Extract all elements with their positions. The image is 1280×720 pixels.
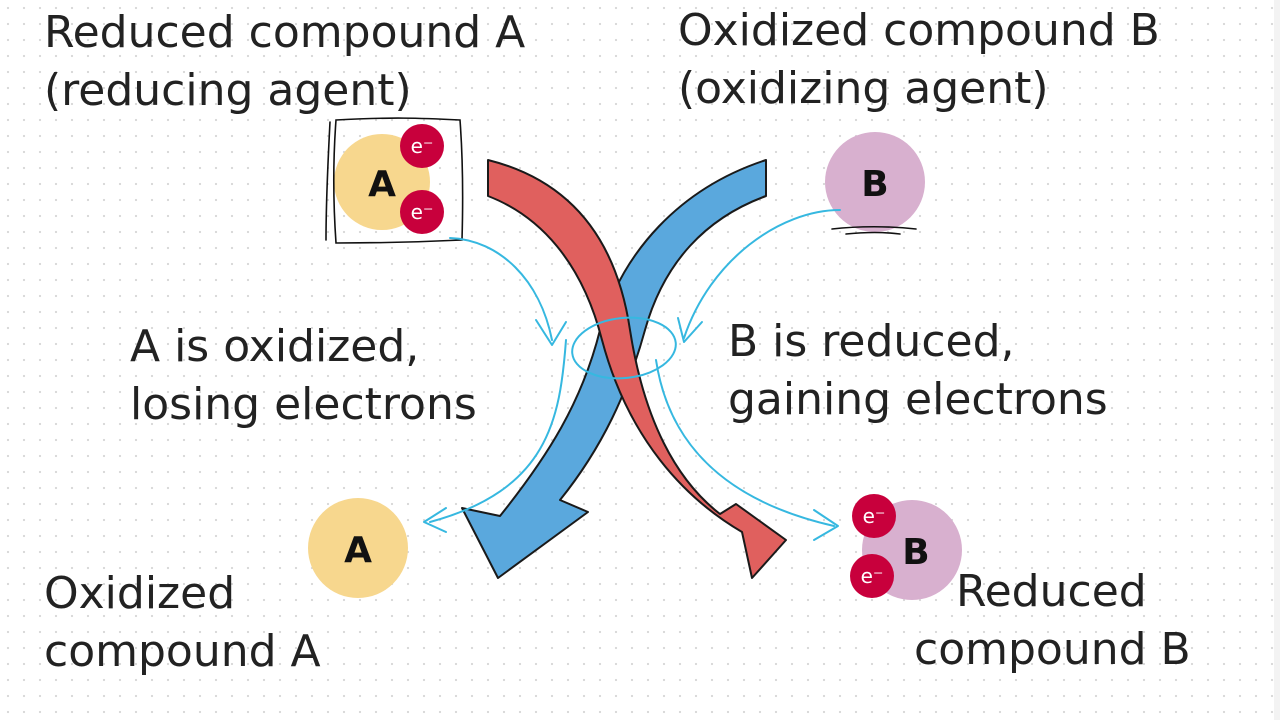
- compound-b-oxidized: [825, 132, 925, 232]
- label-oxidized-compound-b: Oxidized compound B (oxidizing agent): [678, 2, 1160, 118]
- annotation-pen-strokes: [423, 209, 841, 541]
- label-a-is-oxidized-line2: losing electrons: [130, 379, 477, 430]
- compound-b-reduced-label: B: [902, 532, 929, 573]
- electron-label: e⁻: [411, 200, 434, 224]
- label-b-is-reduced-line2: gaining electrons: [728, 374, 1108, 425]
- electron-label: e⁻: [411, 134, 434, 158]
- electron-flow-arrow-red: [487, 159, 787, 579]
- label-reduced-compound-a-line2: (reducing agent): [44, 65, 412, 116]
- window-edge: [1274, 0, 1280, 720]
- label-a-is-oxidized: A is oxidized, losing electrons: [130, 318, 477, 434]
- label-reduced-compound-a-line1: Reduced compound A: [44, 7, 526, 58]
- label-oxidized-compound-a-line1: Oxidized: [44, 568, 236, 619]
- label-oxidized-compound-b-line2: (oxidizing agent): [678, 63, 1049, 114]
- label-reduced-compound-b: Reduced compound B: [914, 563, 1191, 679]
- compound-a-oxidized-label: A: [344, 530, 372, 571]
- compound-b-oxidized-label: B: [861, 164, 888, 205]
- label-oxidized-compound-b-line1: Oxidized compound B: [678, 5, 1160, 56]
- electron: [400, 124, 444, 168]
- label-reduced-compound-b-line2: compound B: [914, 624, 1191, 675]
- label-b-is-reduced-line1: B is reduced,: [728, 316, 1015, 367]
- electron: [400, 190, 444, 234]
- label-b-is-reduced: B is reduced, gaining electrons: [728, 313, 1108, 429]
- compound-a-oxidized: [308, 498, 408, 598]
- label-oxidized-compound-a-line2: compound A: [44, 626, 321, 677]
- label-a-is-oxidized-line1: A is oxidized,: [130, 321, 420, 372]
- electron: [852, 494, 896, 538]
- compound-a-reduced-label: A: [368, 164, 396, 205]
- annotation-underline: [831, 225, 917, 235]
- electron-label: e⁻: [863, 504, 886, 528]
- label-oxidized-compound-a: Oxidized compound A: [44, 565, 321, 681]
- electron-label: e⁻: [861, 564, 884, 588]
- electron: [850, 554, 894, 598]
- label-reduced-compound-a: Reduced compound A (reducing agent): [44, 4, 525, 120]
- label-reduced-compound-b-line1: Reduced: [956, 566, 1147, 617]
